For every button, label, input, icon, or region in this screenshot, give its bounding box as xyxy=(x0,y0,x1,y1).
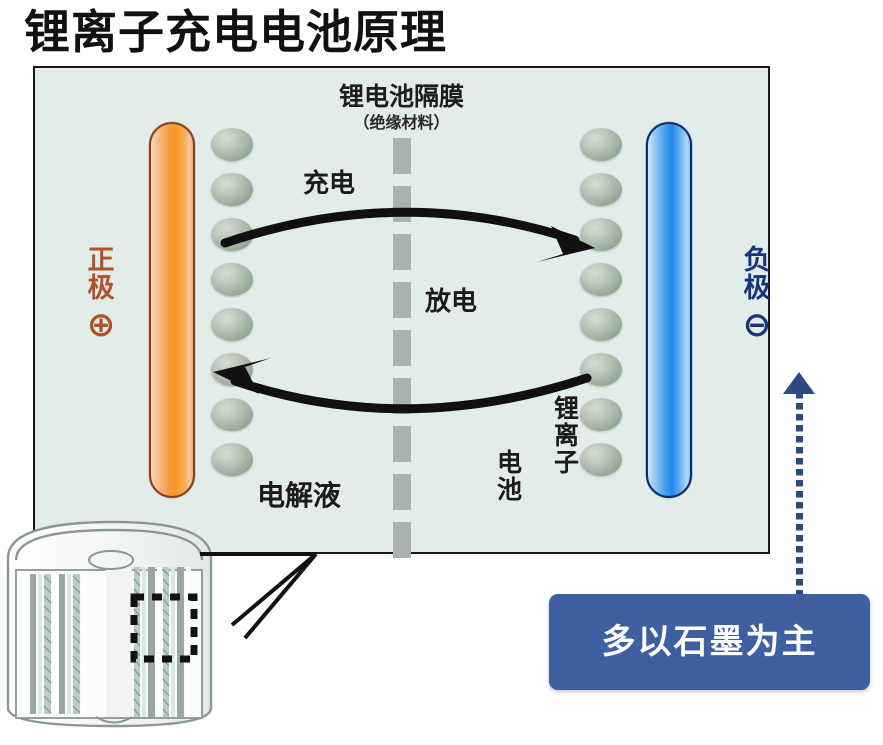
negative-sign-icon: ⊖ xyxy=(742,306,772,344)
battery-cutaway-illustration xyxy=(6,520,213,728)
membrane-dash xyxy=(392,522,411,558)
separator-subtitle: （绝缘材料） xyxy=(353,115,450,132)
electrolyte-label: 电解液 xyxy=(257,480,342,511)
vertical-label-char: 子 xyxy=(553,449,579,477)
lithium-ion xyxy=(580,173,622,206)
membrane-dash xyxy=(392,234,411,270)
lithium-ion-label: 锂离子 xyxy=(553,396,580,477)
lithium-ion xyxy=(580,308,622,341)
lithium-ion xyxy=(211,173,253,206)
vertical-label-char: 电 xyxy=(496,449,522,477)
anode-label: 负极 xyxy=(735,246,779,302)
discharge-arrow-path xyxy=(230,373,592,414)
diagram-panel: 锂电池隔膜 （绝缘材料） 充电 放电 正极 ⊕ 负极 ⊖ 电解液 锂离子 电池 xyxy=(33,66,771,558)
charge-arrow-path xyxy=(220,207,580,248)
discharge-arrow-head xyxy=(213,358,271,394)
vertical-label-char: 极 xyxy=(743,273,771,303)
membrane-dash xyxy=(392,426,411,462)
cathode-label: 正极 xyxy=(79,246,123,302)
lithium-ion xyxy=(580,263,622,296)
vertical-label-char: 极 xyxy=(87,273,115,303)
callout-text: 多以石墨为主 xyxy=(601,623,818,661)
membrane-dash xyxy=(392,138,411,174)
lithium-ion xyxy=(580,398,622,431)
vertical-label-char: 池 xyxy=(496,476,522,504)
vertical-label-char: 负 xyxy=(743,245,771,275)
cell-label: 电池 xyxy=(496,450,523,504)
vertical-label-char: 离 xyxy=(553,422,579,450)
discharge-label: 放电 xyxy=(425,286,478,316)
callout-connector-line xyxy=(796,392,803,607)
callout-arrow-icon xyxy=(783,372,815,394)
lithium-ion xyxy=(580,128,622,161)
anode-electrode xyxy=(646,122,692,498)
lithium-ion-column-right xyxy=(580,128,624,488)
separator-title: 锂电池隔膜 xyxy=(338,83,465,111)
page-title: 锂离子充电电池原理 xyxy=(24,6,447,58)
charge-label: 充电 xyxy=(303,168,356,198)
zoom-connector-lines xyxy=(200,552,318,640)
lithium-ion xyxy=(211,443,253,476)
lithium-ion xyxy=(211,398,253,431)
vertical-label-char: 正 xyxy=(87,245,115,275)
lithium-ion xyxy=(580,443,622,476)
lithium-ion xyxy=(211,128,253,161)
membrane-dash xyxy=(392,474,411,510)
battery-rim-inner xyxy=(14,528,204,561)
ion-flow-arrows xyxy=(213,207,595,414)
zoom-region-box xyxy=(130,593,198,663)
lithium-ion xyxy=(211,308,253,341)
vertical-label-char: 锂 xyxy=(553,395,579,423)
cathode-electrode xyxy=(149,122,195,498)
membrane-dash xyxy=(392,282,411,318)
charge-arrow-head xyxy=(537,226,595,262)
positive-sign-icon: ⊕ xyxy=(86,306,116,344)
lithium-ion xyxy=(211,263,253,296)
membrane-dash xyxy=(392,330,411,366)
callout-box: 多以石墨为主 xyxy=(549,594,870,690)
